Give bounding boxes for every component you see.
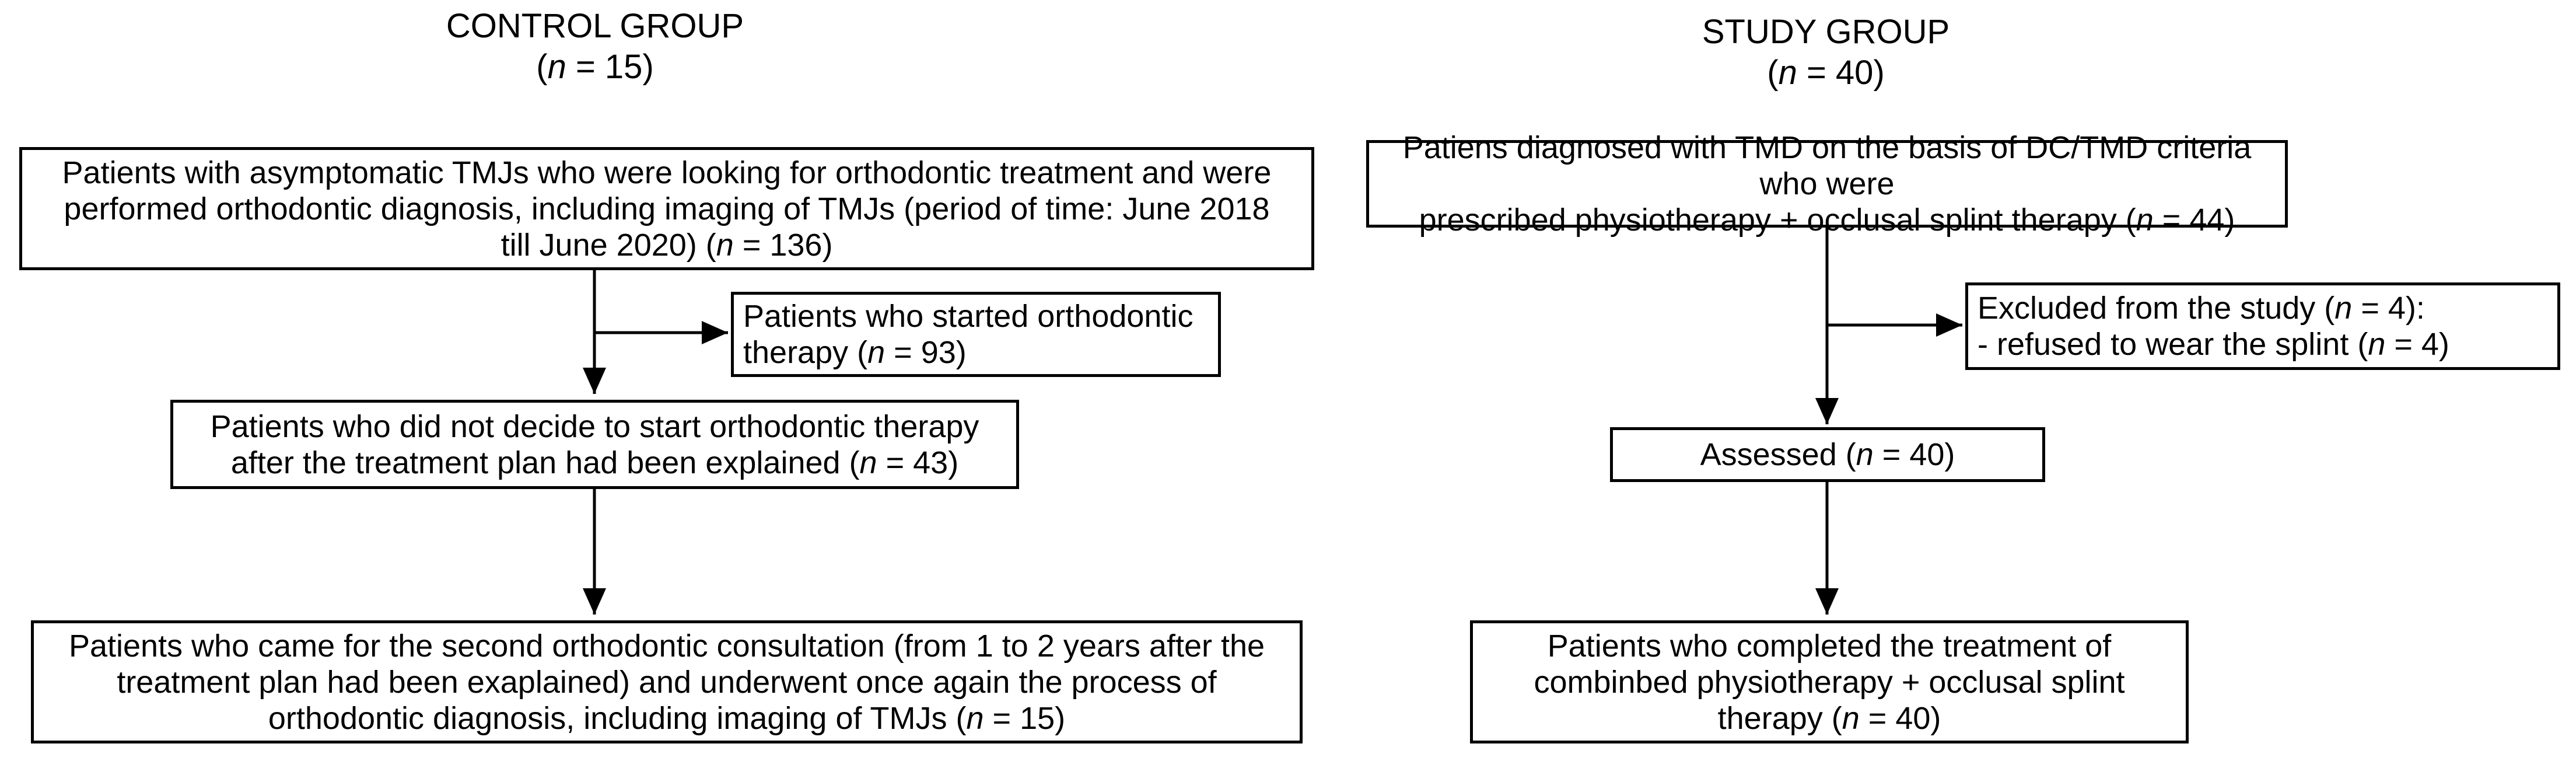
- study-group-heading: STUDY GROUP (n = 40): [1604, 12, 2048, 93]
- study-group-title: STUDY GROUP: [1702, 13, 1950, 51]
- control-box-second-consultation: Patients who came for the second orthodo…: [31, 620, 1303, 743]
- control-group-title: CONTROL GROUP: [446, 7, 744, 45]
- control-box-started-therapy: Patients who started orthodontic therapy…: [731, 292, 1221, 377]
- control-box-did-not-start: Patients who did not decide to start ort…: [170, 400, 1019, 489]
- study-group-count: (n = 40): [1767, 54, 1885, 92]
- control-group-count: (n = 15): [536, 48, 654, 86]
- study-box-excluded: Excluded from the study (n = 4): - refus…: [1965, 282, 2560, 370]
- control-box-initial-patients: Patients with asymptomatic TMJs who were…: [19, 147, 1314, 270]
- study-box-completed-treatment: Patients who completed the treatment of …: [1470, 620, 2189, 743]
- study-box-assessed: Assessed (n = 40): [1610, 427, 2045, 482]
- study-box-diagnosed-tmd: Patiens diagnosed with TMD on the basis …: [1366, 130, 2288, 238]
- control-group-heading: CONTROL GROUP (n = 15): [373, 6, 817, 88]
